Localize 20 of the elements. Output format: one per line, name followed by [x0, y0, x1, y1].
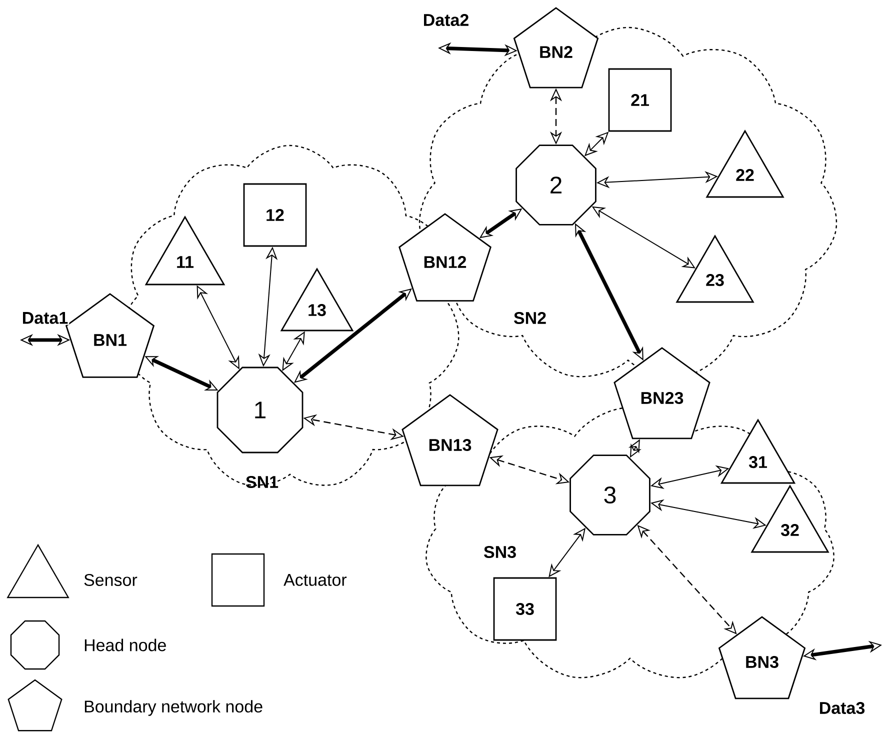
pentagon-node: BN12: [398, 213, 492, 302]
octagon-node: 1: [216, 366, 304, 454]
pentagon-node: BN23: [614, 347, 710, 440]
cloud-label: SN3: [484, 546, 516, 558]
octagon-node: 3: [570, 454, 650, 536]
pentagon-node: BN13: [402, 394, 498, 486]
edge-label: Data2: [422, 12, 470, 28]
edge-label: Data3: [818, 700, 866, 716]
legend-label: Actuator: [284, 574, 347, 586]
edge-label: Data1: [20, 311, 70, 325]
legend-label: Head node: [84, 638, 166, 652]
octagon-node: 2: [516, 144, 596, 226]
cloud-label: SN1: [246, 476, 278, 488]
legend-label: Sensor: [84, 574, 138, 586]
pentagon-node: BN2: [513, 7, 599, 88]
cloud-label: SN2: [514, 312, 546, 324]
square-node: 12: [243, 183, 307, 247]
square-node: 21: [608, 68, 672, 132]
legend-label: Boundary network node: [84, 700, 262, 716]
square-node: 33: [493, 577, 557, 641]
